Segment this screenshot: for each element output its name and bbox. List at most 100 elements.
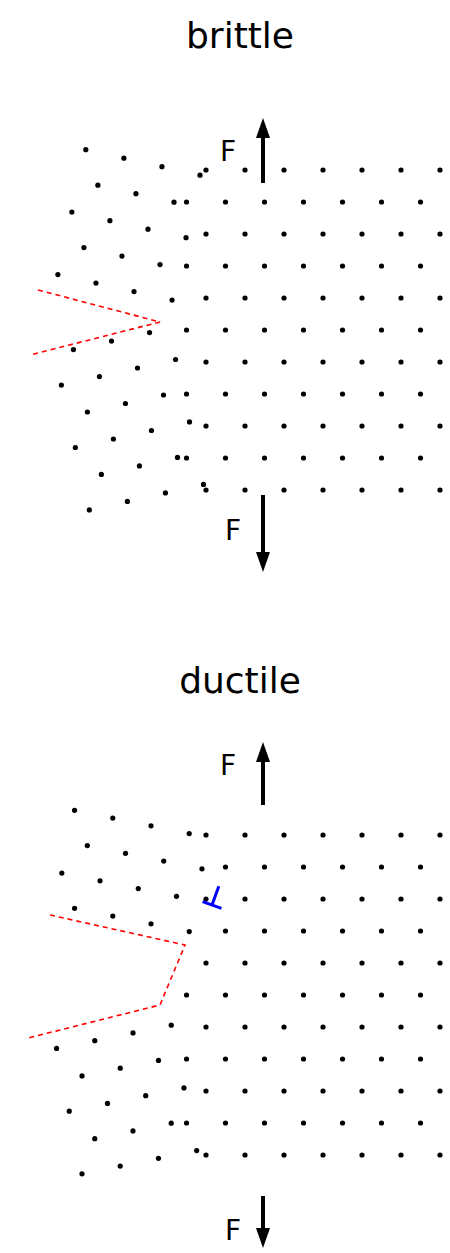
atom-dot: [340, 199, 345, 204]
atom-dot: [359, 960, 364, 965]
atom-dot: [437, 1088, 442, 1093]
atom-dot: [340, 263, 345, 268]
atom-dot: [79, 1073, 84, 1078]
atom-dot: [203, 1088, 208, 1093]
arrow-head: [256, 552, 270, 572]
atom-dot: [418, 199, 423, 204]
atom-dot: [87, 507, 92, 512]
atom-dot: [201, 482, 206, 487]
atom-dot: [223, 1120, 228, 1125]
atom-dot: [125, 499, 130, 504]
atom-dot: [320, 359, 325, 364]
atom-dot: [359, 1088, 364, 1093]
atom-dot: [92, 1136, 97, 1141]
atom-dot: [71, 347, 76, 352]
atom-dot: [340, 864, 345, 869]
atom-dot: [133, 191, 138, 196]
atom-dot: [242, 487, 247, 492]
atom-dot: [69, 210, 74, 215]
atom-dot: [149, 428, 154, 433]
atom-dot: [242, 231, 247, 236]
atom-dot: [73, 445, 78, 450]
atom-dot: [223, 327, 228, 332]
atom-dot: [281, 423, 286, 428]
atom-dot: [184, 1056, 189, 1061]
atom-dot: [281, 1088, 286, 1093]
atom-dot: [123, 851, 128, 856]
atom-dot: [340, 391, 345, 396]
atom-dot: [418, 992, 423, 997]
atom-dot: [359, 487, 364, 492]
atom-dot: [81, 245, 86, 250]
arrow-head: [256, 118, 270, 138]
atom-dot: [398, 896, 403, 901]
atom-dot: [301, 199, 306, 204]
atom-dot: [242, 832, 247, 837]
force-label: F: [220, 138, 236, 166]
atom-dot: [301, 928, 306, 933]
atom-dot: [130, 1128, 135, 1133]
atom-dot: [418, 1120, 423, 1125]
force-arrow: [261, 495, 265, 558]
atom-dot: [418, 263, 423, 268]
atom-dot: [54, 1046, 59, 1051]
force-label: F: [220, 752, 236, 780]
atom-dot: [262, 1056, 267, 1061]
atom-dot: [203, 359, 208, 364]
atom-dot: [301, 992, 306, 997]
atom-dot: [136, 886, 141, 891]
atom-dot: [97, 878, 102, 883]
atom-dot: [194, 1148, 199, 1153]
atom-dot: [118, 1066, 123, 1071]
atom-dot: [359, 832, 364, 837]
atom-dot: [203, 960, 208, 965]
atom-dot: [119, 254, 124, 259]
atom-dot: [262, 1120, 267, 1125]
atom-dot: [320, 423, 325, 428]
atom-dot: [173, 357, 178, 362]
atom-dot: [262, 928, 267, 933]
atom-dot: [418, 455, 423, 460]
atom-dot: [147, 330, 152, 335]
atom-dot: [437, 487, 442, 492]
atom-dot: [281, 487, 286, 492]
crack-outline: [28, 915, 185, 1038]
atom-dot: [281, 231, 286, 236]
atom-dot: [181, 1085, 186, 1090]
atom-dot: [163, 490, 168, 495]
atom-dot: [203, 487, 208, 492]
atom-dot: [320, 1152, 325, 1157]
atom-dot: [320, 832, 325, 837]
atom-dot: [83, 147, 88, 152]
atom-dot: [340, 455, 345, 460]
atom-dot: [398, 295, 403, 300]
atom-dot: [223, 864, 228, 869]
atom-dot: [359, 167, 364, 172]
atom-dot: [262, 391, 267, 396]
atom-dot: [159, 164, 164, 169]
atom-dot: [123, 401, 128, 406]
crack-outline: [30, 290, 160, 355]
atom-dot: [79, 1171, 84, 1176]
atom-dot: [55, 272, 60, 277]
atom-dot: [223, 1056, 228, 1061]
atom-dot: [148, 921, 153, 926]
atom-dot: [184, 327, 189, 332]
atom-dot: [340, 992, 345, 997]
atom-dot: [131, 289, 136, 294]
atom-dot: [379, 455, 384, 460]
atom-dot: [262, 199, 267, 204]
atom-dot: [418, 928, 423, 933]
atom-dot: [340, 327, 345, 332]
atom-dot: [107, 218, 112, 223]
atom-dot: [97, 374, 102, 379]
atom-dot: [281, 1152, 286, 1157]
atom-dot: [187, 831, 192, 836]
arrow-head: [256, 1228, 270, 1248]
force-label: F: [225, 1217, 241, 1245]
atom-dot: [184, 455, 189, 460]
atom-dot: [379, 199, 384, 204]
atom-dot: [320, 231, 325, 236]
atom-dot: [118, 1164, 123, 1169]
